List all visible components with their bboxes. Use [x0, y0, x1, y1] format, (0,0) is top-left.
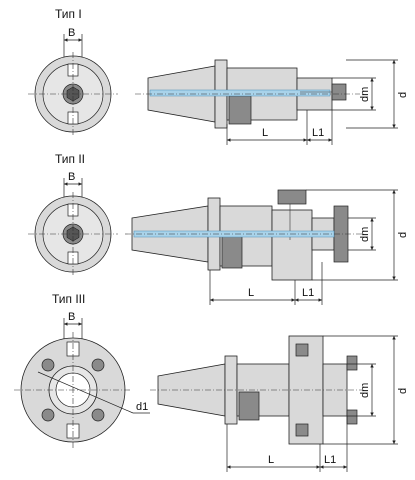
type-2-l-label: L	[248, 287, 254, 299]
type-1-end-view	[28, 52, 118, 136]
type-3-b-label: B	[68, 311, 75, 323]
type-2-b-label: B	[68, 171, 75, 183]
type-1-section: Тип I B	[28, 7, 409, 145]
type-1-b-label: B	[68, 27, 75, 39]
type-1-l1-label: L1	[312, 127, 324, 139]
type-3-title: Тип III	[52, 292, 85, 306]
type-1-dm-label: dm	[359, 87, 371, 102]
type-2-dm-label: dm	[359, 227, 371, 242]
type-2-title: Тип II	[55, 152, 85, 166]
type-2-d-label: d	[397, 232, 409, 238]
type-3-l1-label: L1	[324, 454, 336, 466]
type-1-l-label: L	[262, 127, 268, 139]
type-3-end-view	[14, 332, 150, 448]
type-3-section: Тип III B d1	[14, 292, 409, 472]
type-3-d1-label: d1	[136, 401, 148, 413]
type-1-title: Тип I	[55, 7, 82, 21]
type-2-end-view	[28, 192, 118, 276]
type-1-d-label: d	[397, 92, 409, 98]
type-2-section: Тип II B	[28, 152, 409, 305]
type-3-dm-label: dm	[359, 383, 371, 398]
type-3-d-label: d	[397, 388, 409, 394]
type-1-side-view	[135, 59, 360, 129]
type-2-l1-label: L1	[302, 287, 314, 299]
type-3-l-label: L	[268, 454, 274, 466]
type-3-side-view	[150, 335, 362, 445]
type-2-side-view	[125, 189, 362, 281]
